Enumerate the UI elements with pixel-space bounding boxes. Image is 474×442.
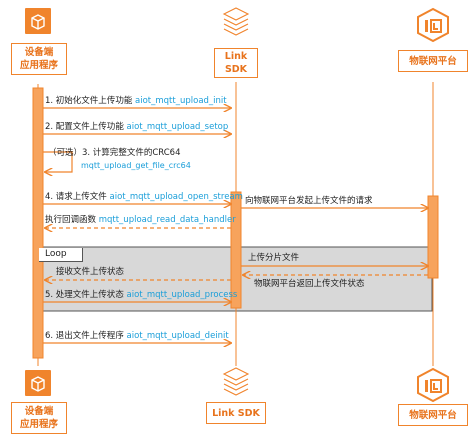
msg-recv-status: 接收文件上传状态 <box>56 267 125 277</box>
participant-app-line2: 应用程序 <box>19 60 58 71</box>
msg-step4-request: 向物联网平台发起上传文件的请求 <box>245 196 373 206</box>
msg-step5: 5. 处理文件上传状态 aiot_mqtt_upload_process <box>45 290 237 301</box>
activation-cloud <box>427 195 439 279</box>
iot-platform-icon-top <box>417 7 449 43</box>
msg-step2-text: 2. 配置文件上传功能 <box>45 122 124 132</box>
activation-sdk <box>230 191 242 309</box>
participant-cloud-bottom-label: 物联网平台 <box>409 409 457 421</box>
msg-step1-text: 1. 初始化文件上传功能 <box>45 96 133 106</box>
loop-label: Loop <box>39 248 83 262</box>
participant-app-bottom: 设备端 应用程序 <box>11 402 67 434</box>
msg-step6-api: aiot_mqtt_upload_deinit <box>126 331 229 341</box>
link-sdk-icon-top <box>222 7 250 36</box>
participant-sdk-line2: SDK <box>224 64 248 75</box>
participant-sdk-bottom-label: Link SDK <box>212 407 260 419</box>
msg-step4-api: aiot_mqtt_upload_open_stream <box>109 192 243 202</box>
participant-app-bottom-line1: 设备端 <box>24 406 54 417</box>
device-app-icon-top <box>25 8 51 34</box>
msg-step3-text: （可选）3. 计算完整文件的CRC64 <box>48 148 181 158</box>
msg-step4: 4. 请求上传文件 aiot_mqtt_upload_open_stream <box>45 192 243 203</box>
participant-cloud-label: 物联网平台 <box>409 55 457 67</box>
msg-step5-text: 5. 处理文件上传状态 <box>45 290 124 300</box>
msg-step5-api: aiot_mqtt_upload_process <box>126 290 238 300</box>
msg-step2: 2. 配置文件上传功能 aiot_mqtt_upload_setop <box>45 122 228 133</box>
msg-step2-api: aiot_mqtt_upload_setop <box>126 122 229 132</box>
msg-chunk: 上传分片文件 <box>248 253 300 263</box>
msg-step1-api: aiot_mqtt_upload_init <box>135 96 227 106</box>
activation-app <box>32 87 44 359</box>
msg-callback-api: mqtt_upload_read_data_handler <box>98 215 236 225</box>
msg-callback: 执行回调函数 mqtt_upload_read_data_handler <box>45 215 236 226</box>
participant-sdk-bottom: Link SDK <box>206 402 266 424</box>
participant-cloud-bottom: 物联网平台 <box>398 404 468 426</box>
participant-cloud-top: 物联网平台 <box>398 50 468 72</box>
msg-callback-text: 执行回调函数 <box>45 215 97 225</box>
participant-sdk-line1: Link <box>224 51 248 62</box>
iot-platform-icon-bottom <box>417 367 449 403</box>
msg-step4-text: 4. 请求上传文件 <box>45 192 107 202</box>
device-app-icon-bottom <box>25 370 51 396</box>
msg-step6: 6. 退出文件上传程序 aiot_mqtt_upload_deinit <box>45 331 229 342</box>
msg-cloud-return: 物联网平台返回上传文件状态 <box>254 279 365 289</box>
link-sdk-icon-bottom <box>222 367 250 396</box>
msg-step1: 1. 初始化文件上传功能 aiot_mqtt_upload_init <box>45 96 227 107</box>
arrow-step3-self <box>43 151 73 172</box>
msg-step3-api: mqtt_upload_get_file_crc64 <box>81 161 191 170</box>
participant-sdk-top: Link SDK <box>214 48 258 78</box>
msg-step6-text: 6. 退出文件上传程序 <box>45 331 124 341</box>
participant-app-line1: 设备端 <box>24 47 54 58</box>
participant-app-top: 设备端 应用程序 <box>11 43 67 75</box>
participant-app-bottom-line2: 应用程序 <box>19 419 58 430</box>
